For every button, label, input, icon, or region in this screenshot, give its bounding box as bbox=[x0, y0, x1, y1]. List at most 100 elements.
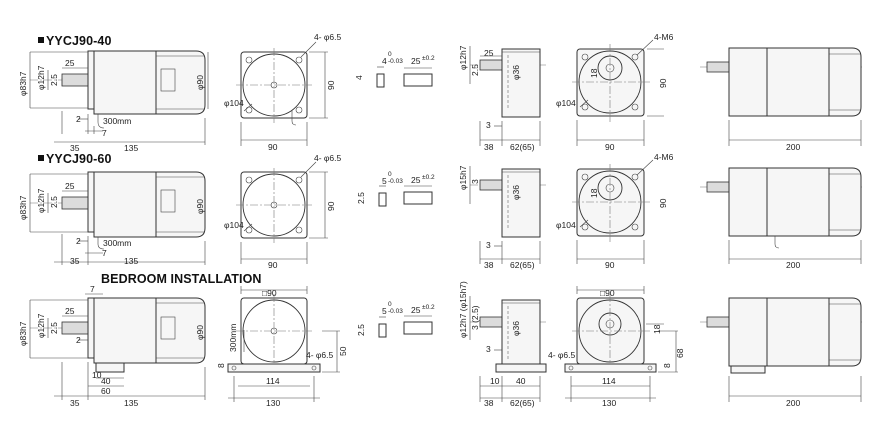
dim-8-r3: 8 bbox=[216, 363, 226, 368]
gear-dim-3-r3: 3 bbox=[486, 344, 491, 354]
row2-front-view: 90 90 4- φ6.5 φ104 bbox=[224, 153, 342, 270]
dim-40-r3: 40 bbox=[101, 376, 111, 386]
gear-dim-18-r2: 18 bbox=[589, 188, 599, 198]
row2-gearbox-side: φ15h7 3 φ36 3 38 62(65) bbox=[458, 165, 546, 270]
dim-phi12-r2: φ12h7 bbox=[36, 188, 46, 213]
dim-2-r2: 2 bbox=[76, 236, 81, 246]
section-title-bedroom-text: BEDROOM INSTALLATION bbox=[101, 272, 262, 286]
dim-phi83-r3: φ83h7 bbox=[18, 321, 28, 346]
dim-90-width: 90 bbox=[268, 142, 278, 152]
bullet-square-icon bbox=[38, 37, 44, 43]
dim-phi12-r3: φ12h7 bbox=[36, 313, 46, 338]
row2-side-view: φ83h7 φ12h7 2.5 25 2 300mm 7 35 135 φ90 bbox=[18, 171, 206, 266]
dim-90-height-r2: 90 bbox=[326, 201, 336, 211]
gear-dim-3: 3 bbox=[486, 120, 491, 130]
dim-lead-300-r2: 300mm bbox=[103, 238, 131, 248]
gear-dim-38-r3: 38 bbox=[484, 398, 494, 408]
gear-dim-8-r3: 8 bbox=[662, 363, 672, 368]
key-25: 25 bbox=[411, 56, 421, 66]
gear-dim-62-r3: 62(65) bbox=[510, 398, 535, 408]
dim-10-r3: 10 bbox=[92, 370, 102, 380]
gear-dim-114-r3: 114 bbox=[602, 376, 616, 386]
gear-dim-2-5: 2.5 bbox=[470, 64, 480, 76]
dim-phi83: φ83h7 bbox=[18, 71, 28, 96]
row3-motor-gearbox-assembly: 200 bbox=[700, 297, 862, 408]
key-5-r3-side: 2.5 bbox=[356, 324, 366, 336]
gear-dim-sq90-r3: □90 bbox=[600, 288, 615, 298]
gear-dim-4-m6-r2: 4-M6 bbox=[654, 152, 674, 162]
gear-dim-90-height: 90 bbox=[658, 78, 668, 88]
model-title-2-text: YYCJ90-60 bbox=[46, 152, 112, 166]
dim-130-r3: 130 bbox=[266, 398, 280, 408]
dim-7-r2: 7 bbox=[102, 248, 107, 258]
dim-sq90-r3: □90 bbox=[262, 288, 277, 298]
dim-phi104-r2: φ104 bbox=[224, 220, 244, 230]
dim-50-r3: 50 bbox=[338, 346, 348, 356]
key-25-tol: ±0.2 bbox=[422, 55, 435, 62]
svg-text:-0.03: -0.03 bbox=[388, 178, 403, 185]
dim-90-height: 90 bbox=[326, 80, 336, 90]
svg-text:0: 0 bbox=[388, 171, 392, 178]
key-4: 4 bbox=[354, 75, 364, 80]
dim-phi83-r2: φ83h7 bbox=[18, 195, 28, 220]
gear-dim-38: 38 bbox=[484, 142, 494, 152]
gear-dim-40-r3: 40 bbox=[516, 376, 526, 386]
gear-dim-25: 25 bbox=[484, 48, 494, 58]
section-title-bedroom: BEDROOM INSTALLATION bbox=[101, 272, 262, 286]
gear-dim-130-r3: 130 bbox=[602, 398, 616, 408]
dim-25-r2: 25 bbox=[65, 181, 75, 191]
dim-35-r2: 35 bbox=[70, 256, 80, 266]
key-25-tol-r2: ±0.2 bbox=[422, 174, 435, 181]
dim-2-5: 2.5 bbox=[49, 74, 59, 86]
dim-4-holes: 4- φ6.5 bbox=[314, 32, 342, 42]
gear-dim-phi104-r2: φ104 bbox=[556, 220, 576, 230]
dim-25: 25 bbox=[65, 58, 75, 68]
assembly-dim-200-r2: 200 bbox=[786, 260, 800, 270]
gear-dim-phi15-r2: φ15h7 bbox=[458, 165, 468, 190]
key-5-r3: 5 bbox=[382, 306, 387, 316]
gear-dim-3-2-5-r3: 3 (2.5) bbox=[470, 305, 480, 330]
row1-gearbox-side: φ12h7 2.5 25 φ36 3 38 62(65) bbox=[458, 45, 546, 152]
key-5-r2: 5 bbox=[382, 176, 387, 186]
gear-dim-phi36-r2: φ36 bbox=[511, 185, 521, 200]
svg-text:-0.03: -0.03 bbox=[388, 58, 403, 65]
gear-dim-62-r2: 62(65) bbox=[510, 260, 535, 270]
dim-7-r3: 7 bbox=[90, 284, 95, 294]
svg-text:0: 0 bbox=[388, 301, 392, 308]
gear-dim-90-width-r2: 90 bbox=[605, 260, 615, 270]
dim-lead-300-r3: 300mm bbox=[228, 324, 238, 352]
dim-35-r3: 35 bbox=[70, 398, 80, 408]
key-25-r3: 25 bbox=[411, 305, 421, 315]
model-title-1: YYCJ90-40 bbox=[38, 34, 112, 48]
dim-phi104: φ104 bbox=[224, 98, 244, 108]
dim-25-r3: 25 bbox=[65, 306, 75, 316]
row1-gearbox-front: 4-M6 φ104 18 90 90 bbox=[556, 32, 674, 152]
assembly-dim-200-r3: 200 bbox=[786, 398, 800, 408]
row1-motor-gearbox-assembly: 200 bbox=[700, 47, 862, 152]
gear-dim-phi36: φ36 bbox=[511, 65, 521, 80]
row3-gearbox-side: φ12h7 (φ15h7) 3 (2.5) φ36 3 10 40 38 62(… bbox=[458, 281, 547, 408]
model-title-1-text: YYCJ90-40 bbox=[46, 34, 112, 48]
dim-4-holes-r3: 4- φ6.5 bbox=[306, 350, 334, 360]
dim-2: 2 bbox=[76, 114, 81, 124]
gear-dim-10-r3: 10 bbox=[490, 376, 500, 386]
gear-dim-phi104: φ104 bbox=[556, 98, 576, 108]
dim-135-r3: 135 bbox=[124, 398, 138, 408]
dim-2-r3: 2 bbox=[76, 335, 81, 345]
row2-motor-gearbox-assembly: 200 bbox=[700, 167, 862, 270]
key-5-r2-side: 2.5 bbox=[356, 192, 366, 204]
dim-phi90-r2: φ90 bbox=[195, 199, 205, 214]
row1-key-detail: 4 4 0 -0.03 25 ±0.2 bbox=[354, 51, 435, 88]
dim-35: 35 bbox=[70, 143, 80, 153]
dim-4-holes-r2: 4- φ6.5 bbox=[314, 153, 342, 163]
gear-dim-18-r3: 18 bbox=[652, 324, 662, 334]
dim-114-r3: 114 bbox=[266, 376, 280, 386]
dim-90-width-r2: 90 bbox=[268, 260, 278, 270]
gear-dim-3-side-r2: 3 bbox=[470, 179, 480, 184]
row1-front-view: 90 90 4- φ6.5 φ104 bbox=[224, 32, 342, 152]
key-4-top: 4 bbox=[382, 56, 387, 66]
dim-2-5-r3: 2.5 bbox=[49, 322, 59, 334]
dim-phi90: φ90 bbox=[195, 75, 205, 90]
gear-dim-18: 18 bbox=[589, 68, 599, 78]
